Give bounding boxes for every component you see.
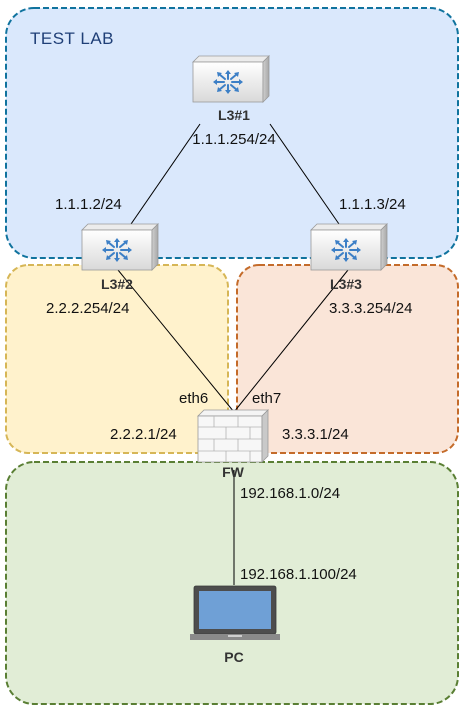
zone-test-lab-title: TEST LAB (30, 29, 114, 48)
fw-name: FW (222, 464, 245, 480)
links (117, 123, 351, 585)
zone-l3-2 (5, 264, 229, 454)
zone-test-lab (5, 7, 459, 259)
l3-3-uplink-ip-label: 1.1.1.3/24 (339, 196, 406, 213)
link-l3-3-fw (233, 269, 349, 413)
pc-name: PC (224, 649, 243, 665)
fw-lan-net-label: 192.168.1.0/24 (240, 485, 340, 502)
link-l3-1-l3-2 (119, 123, 201, 241)
l3-1-name: L3#1 (218, 107, 250, 123)
l3-2-name: L3#2 (101, 276, 133, 292)
l3-switch-icon (310, 223, 388, 271)
l3-1-ip-label: 1.1.1.254/24 (192, 131, 275, 148)
laptop-icon (190, 585, 280, 640)
fw-eth7-label: eth7 (252, 390, 281, 407)
zone-pc (5, 461, 459, 705)
firewall-icon (197, 409, 269, 463)
fw-eth7-ip-label: 3.3.3.1/24 (282, 426, 349, 443)
l3-2-uplink-ip-label: 1.1.1.2/24 (55, 196, 122, 213)
l3-switch-icon (192, 55, 270, 103)
l3-3-downlink-ip-label: 3.3.3.254/24 (329, 300, 412, 317)
pc-ip-label: 192.168.1.100/24 (240, 566, 357, 583)
fw-eth6-label: eth6 (179, 390, 208, 407)
l3-3-name: L3#3 (330, 276, 362, 292)
l3-2-downlink-ip-label: 2.2.2.254/24 (46, 300, 129, 317)
l3-switch-icon (81, 223, 159, 271)
link-l3-2-fw (117, 269, 235, 413)
zone-l3-3 (236, 264, 459, 454)
fw-eth6-ip-label: 2.2.2.1/24 (110, 426, 177, 443)
link-l3-1-l3-3 (269, 123, 351, 241)
